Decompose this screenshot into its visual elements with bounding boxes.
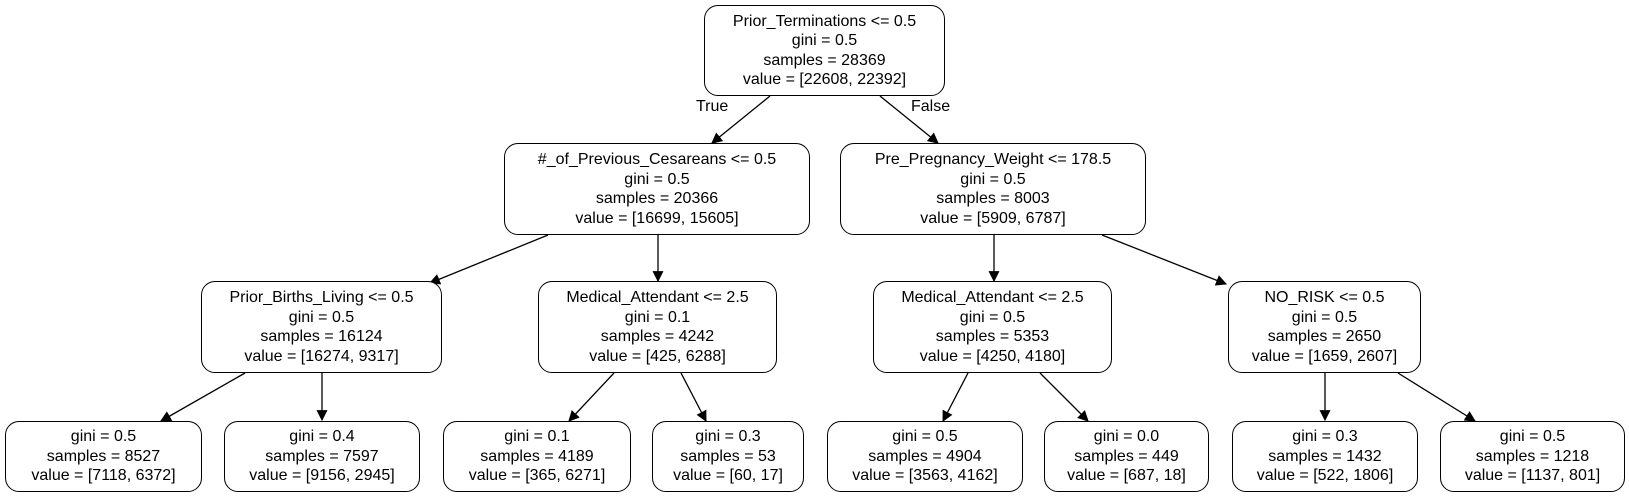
node-value: value = [1137, 801] xyxy=(1464,467,1601,485)
node-gini: gini = 0.5 xyxy=(624,170,690,188)
node-samples: samples = 2650 xyxy=(1267,328,1382,345)
node-samples: samples = 1432 xyxy=(1268,447,1382,465)
node-gini: gini = 0.5 xyxy=(959,308,1026,326)
edge-label-false: False xyxy=(911,98,951,115)
node-samples: samples = 20366 xyxy=(595,190,719,207)
node-value: value = [9156, 2945] xyxy=(249,467,395,485)
node-samples: samples = 7597 xyxy=(265,447,379,465)
tree-node-n4: Medical_Attendant <= 2.5 gini = 0.1 samp… xyxy=(538,281,777,373)
node-value: value = [425, 6288] xyxy=(589,347,726,365)
node-value: value = [16699, 15605] xyxy=(575,209,739,227)
node-gini: gini = 0.1 xyxy=(504,428,570,446)
node-samples: samples = 4242 xyxy=(600,328,715,345)
node-samples: samples = 8003 xyxy=(936,190,1050,207)
node-samples: samples = 16124 xyxy=(260,328,383,345)
node-gini: gini = 0.3 xyxy=(1292,428,1358,446)
tree-leaf-l2: gini = 0.4 samples = 7597 value = [9156,… xyxy=(224,421,420,492)
edge-root-n1 xyxy=(711,95,771,144)
edge-n5-l6 xyxy=(1039,372,1089,422)
node-samples: samples = 28369 xyxy=(763,51,886,69)
node-samples: samples = 8527 xyxy=(46,447,161,465)
tree-leaf-l5: gini = 0.5 samples = 4904 value = [3563,… xyxy=(827,421,1023,492)
node-split: Medical_Attendant <= 2.5 xyxy=(901,289,1084,306)
node-samples: samples = 1218 xyxy=(1475,447,1590,465)
edge-n1-n3 xyxy=(428,234,549,285)
node-value: value = [3563, 4162] xyxy=(852,467,998,485)
edge-n5-l5 xyxy=(942,372,969,422)
node-gini: gini = 0.1 xyxy=(624,308,691,326)
node-value: value = [522, 1806] xyxy=(1256,467,1394,485)
node-samples: samples = 4904 xyxy=(868,447,982,465)
edge-n2-n6 xyxy=(1101,234,1228,286)
node-value: value = [7118, 6372] xyxy=(31,467,176,485)
node-gini: gini = 0.5 xyxy=(791,32,858,49)
node-gini: gini = 0.0 xyxy=(1093,428,1160,446)
edge-n6-l8 xyxy=(1397,372,1476,422)
node-samples: samples = 449 xyxy=(1074,447,1179,465)
tree-leaf-l6: gini = 0.0 samples = 449 value = [687, 1… xyxy=(1044,421,1209,492)
tree-node-root: Prior_Terminations <= 0.5 gini = 0.5 sam… xyxy=(704,5,945,96)
tree-node-n1: #_of_Previous_Cesareans <= 0.5 gini = 0.… xyxy=(504,143,810,235)
node-gini: gini = 0.5 xyxy=(892,428,958,446)
node-gini: gini = 0.5 xyxy=(1291,308,1358,326)
tree-leaf-l1: gini = 0.5 samples = 8527 value = [7118,… xyxy=(5,421,202,492)
node-value: value = [5909, 6787] xyxy=(920,209,1066,227)
node-split: Pre_Pregnancy_Weight <= 178.5 xyxy=(874,151,1112,168)
node-samples: samples = 53 xyxy=(680,447,776,465)
node-value: value = [365, 6271] xyxy=(468,467,606,485)
node-value: value = [687, 18] xyxy=(1067,467,1186,485)
node-gini: gini = 0.5 xyxy=(960,170,1026,188)
node-split: #_of_Previous_Cesareans <= 0.5 xyxy=(537,151,777,168)
node-split: NO_RISK <= 0.5 xyxy=(1264,289,1385,306)
node-value: value = [4250, 4180] xyxy=(919,347,1066,365)
edge-root-n2 xyxy=(879,95,939,144)
node-gini: gini = 0.5 xyxy=(70,428,137,446)
tree-leaf-l8: gini = 0.5 samples = 1218 value = [1137,… xyxy=(1440,421,1625,492)
node-value: value = [16274, 9317] xyxy=(244,347,399,365)
edge-n4-l3 xyxy=(568,372,615,422)
node-gini: gini = 0.5 xyxy=(1499,428,1566,446)
edge-label-true: True xyxy=(696,98,729,115)
tree-leaf-l3: gini = 0.1 samples = 4189 value = [365, … xyxy=(443,421,631,492)
node-split: Prior_Births_Living <= 0.5 xyxy=(229,289,414,306)
node-split: Medical_Attendant <= 2.5 xyxy=(566,289,749,306)
node-value: value = [1659, 2607] xyxy=(1251,347,1398,365)
node-split: Prior_Terminations <= 0.5 xyxy=(732,12,917,30)
node-value: value = [60, 17] xyxy=(673,467,783,485)
tree-leaf-l7: gini = 0.3 samples = 1432 value = [522, … xyxy=(1232,421,1418,492)
tree-node-n3: Prior_Births_Living <= 0.5 gini = 0.5 sa… xyxy=(201,281,442,373)
node-samples: samples = 4189 xyxy=(480,447,594,465)
node-gini: gini = 0.4 xyxy=(289,428,355,446)
node-gini: gini = 0.5 xyxy=(288,308,355,326)
tree-node-n5: Medical_Attendant <= 2.5 gini = 0.5 samp… xyxy=(873,281,1112,373)
edge-n4-l4 xyxy=(680,372,707,422)
tree-leaf-l4: gini = 0.3 samples = 53 value = [60, 17] xyxy=(652,421,804,492)
node-samples: samples = 5353 xyxy=(935,328,1050,345)
tree-node-n6: NO_RISK <= 0.5 gini = 0.5 samples = 2650… xyxy=(1228,281,1421,373)
tree-node-n2: Pre_Pregnancy_Weight <= 178.5 gini = 0.5… xyxy=(840,143,1146,235)
edge-n3-l1 xyxy=(160,372,246,422)
node-gini: gini = 0.3 xyxy=(695,428,761,446)
node-value: value = [22608, 22392] xyxy=(742,71,907,88)
